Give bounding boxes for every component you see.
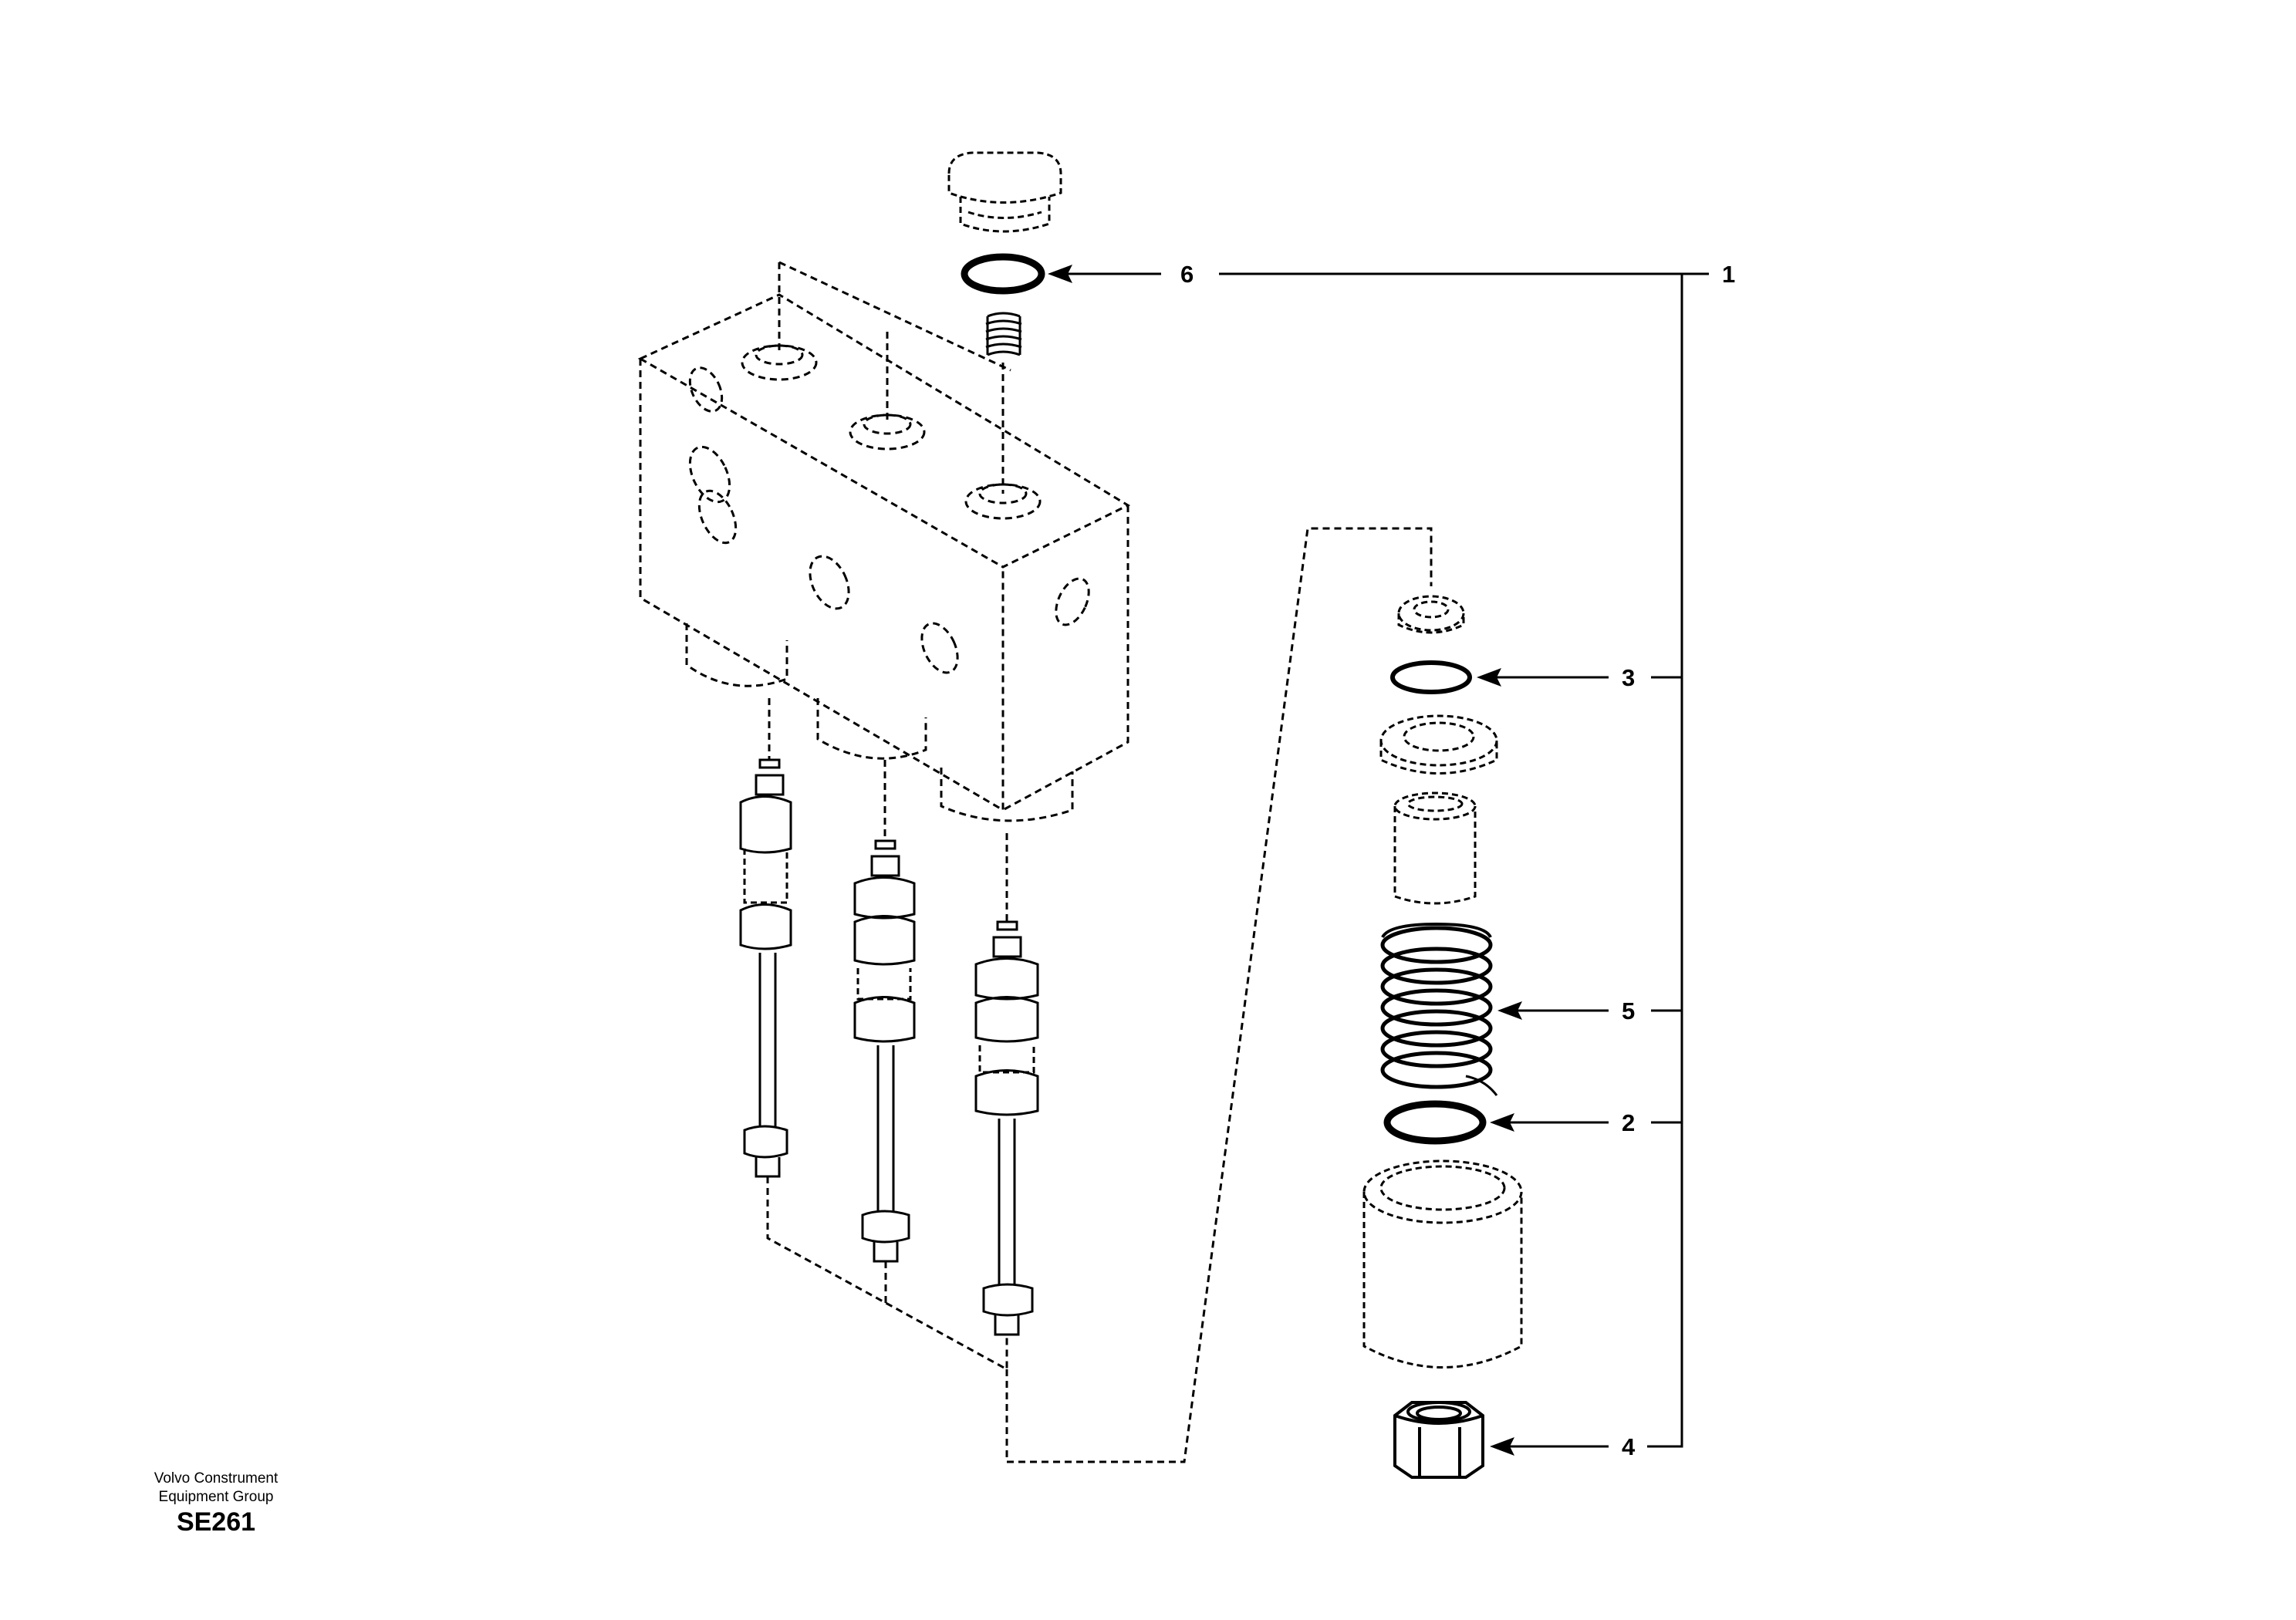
company-line-2: Equipment Group	[158, 1489, 274, 1505]
arrow-5-icon	[1497, 1001, 1522, 1020]
large-washer	[1379, 714, 1498, 775]
valve-block	[637, 261, 1131, 822]
spool-middle	[853, 839, 916, 1263]
spool-left	[739, 758, 792, 1178]
o-ring-6	[961, 253, 1045, 295]
o-ring-3	[1390, 660, 1472, 694]
arrow-2-icon	[1490, 1113, 1514, 1132]
sleeve	[1393, 791, 1477, 905]
arrow-3-icon	[1477, 668, 1501, 687]
company-line-1: Volvo Construment	[154, 1470, 279, 1487]
spool-right	[974, 920, 1039, 1336]
callout-6: 6	[1180, 261, 1194, 288]
assembly-lines	[766, 527, 1433, 1463]
small-spring	[985, 312, 1022, 356]
callout-2: 2	[1622, 1109, 1635, 1136]
callout-1: 1	[1722, 261, 1735, 288]
nut-4	[1393, 1401, 1484, 1479]
callout-leaders	[1051, 272, 1709, 1448]
arrow-4-icon	[1490, 1437, 1514, 1456]
small-washer	[1397, 595, 1465, 634]
cap-housing	[1362, 1159, 1523, 1369]
o-ring-2	[1383, 1100, 1487, 1145]
arrow-heads	[1048, 265, 1522, 1456]
callout-4: 4	[1622, 1433, 1636, 1460]
callout-5: 5	[1622, 997, 1635, 1024]
plug	[947, 151, 1062, 233]
sheet-code: SE261	[176, 1507, 256, 1537]
arrow-6-icon	[1048, 265, 1072, 283]
callout-3: 3	[1622, 664, 1635, 691]
spring-5	[1380, 922, 1498, 1096]
